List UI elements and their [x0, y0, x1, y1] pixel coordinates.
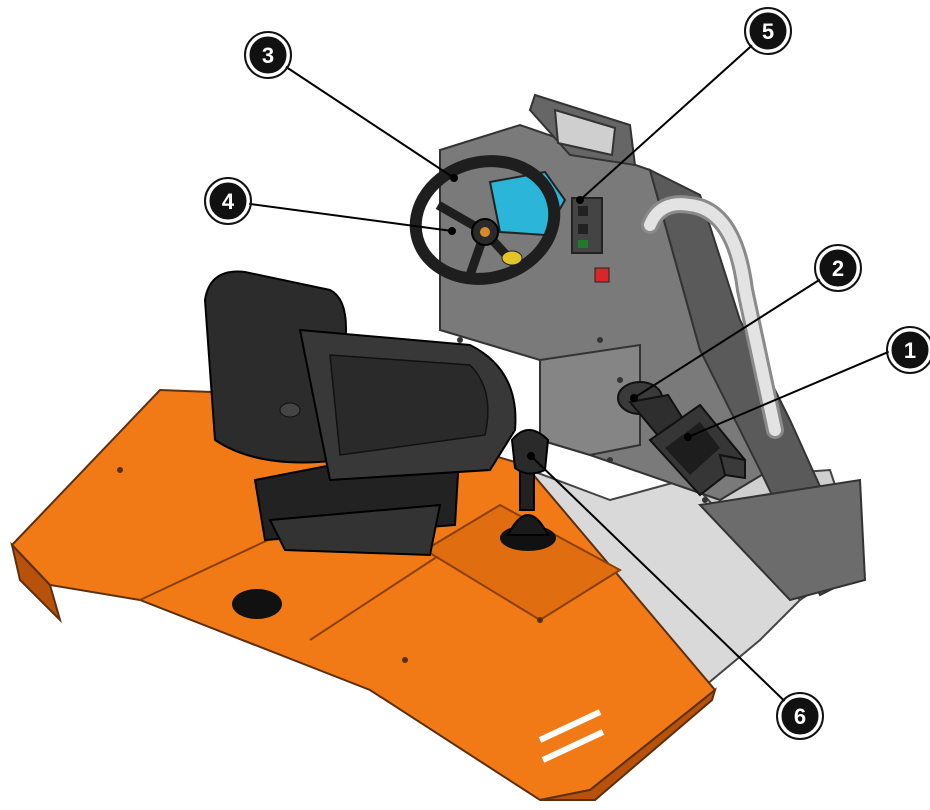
- steering-wheel-rim: [409, 155, 561, 285]
- callout-5: 5: [744, 7, 792, 55]
- callout-3: 3: [244, 31, 292, 79]
- callout-1: 1: [886, 326, 930, 374]
- steering-wheel: [409, 155, 561, 285]
- pedal-box: [648, 403, 747, 497]
- joystick: [500, 429, 556, 551]
- callout-4: 4: [204, 177, 252, 225]
- leader-line-6: [530, 455, 801, 717]
- svg-text:4: 4: [222, 189, 235, 214]
- svg-text:1: 1: [904, 338, 916, 363]
- leader-line-5: [579, 30, 769, 201]
- callout-6: 6: [776, 692, 824, 740]
- operator-seat: [203, 270, 517, 557]
- platform: [10, 388, 717, 802]
- leader-line-4: [227, 200, 453, 232]
- svg-text:6: 6: [794, 704, 806, 729]
- svg-text:5: 5: [762, 19, 774, 44]
- leader-line-1: [687, 349, 894, 438]
- svg-text:2: 2: [832, 256, 844, 281]
- callout-2: 2: [814, 244, 862, 292]
- svg-text:3: 3: [262, 43, 274, 68]
- leader-line-2: [633, 267, 839, 399]
- leader-line-3: [267, 54, 455, 179]
- leader-lines: [227, 30, 894, 717]
- switch-panel: [571, 197, 610, 283]
